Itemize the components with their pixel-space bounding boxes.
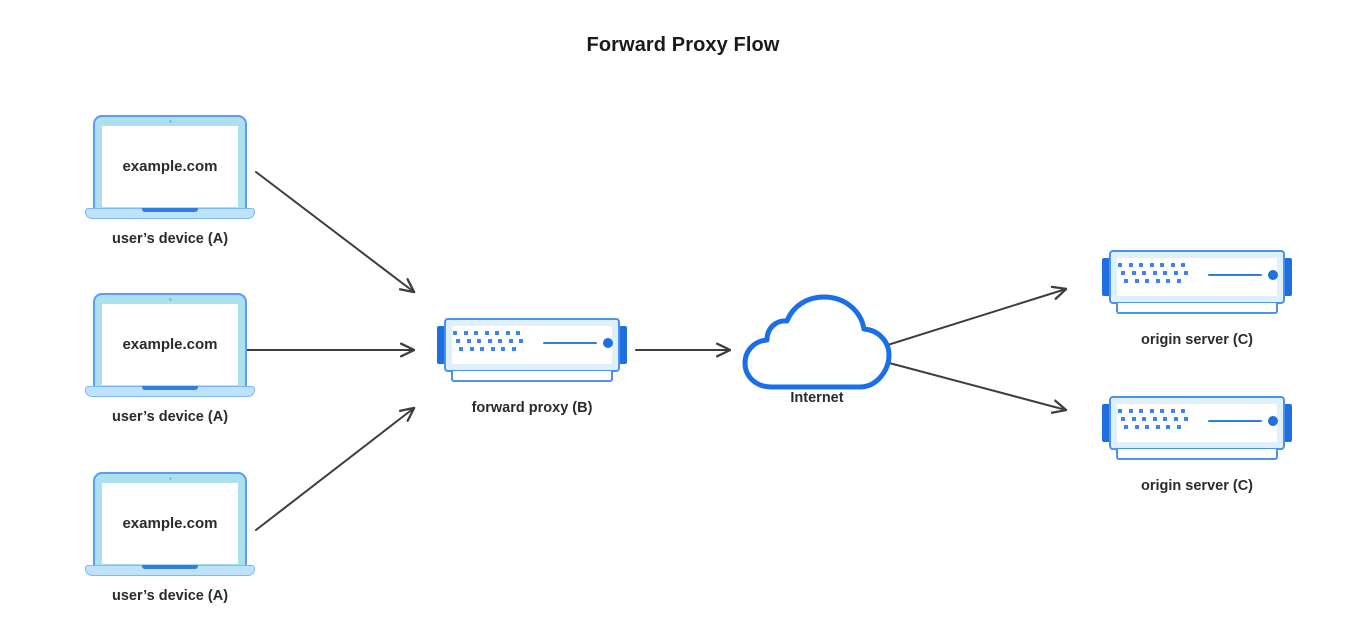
screen-url-text: example.com: [122, 336, 218, 353]
edge-internet-origin2: [877, 359, 1066, 410]
server-tab-left: [1102, 404, 1113, 442]
edge-client3-proxy: [255, 408, 414, 531]
server-status-line-icon: [543, 342, 597, 344]
node-proxy[interactable]: forward proxy (B): [437, 316, 627, 416]
laptop-trackpad-notch: [142, 386, 198, 390]
node-label-proxy: forward proxy (B): [471, 400, 593, 416]
server-shelf: [1116, 303, 1278, 314]
laptop-screen: example.com: [102, 304, 238, 385]
laptop-lid: example.com: [93, 472, 247, 568]
server-face: [452, 326, 612, 364]
node-origin-2[interactable]: origin server (C): [1102, 394, 1292, 494]
server-body: [444, 318, 620, 372]
camera-dot-icon: [168, 120, 172, 123]
server-shelf: [1116, 449, 1278, 460]
laptop-icon: example.com: [85, 293, 255, 403]
laptop-icon: example.com: [85, 115, 255, 225]
screen-url-text: example.com: [122, 158, 218, 175]
server-body: [1109, 396, 1285, 450]
server-icon: [1102, 248, 1292, 320]
server-icon: [1102, 394, 1292, 466]
node-client-3[interactable]: example.com user’s device (A): [85, 472, 255, 604]
laptop-trackpad-notch: [142, 565, 198, 569]
server-tab-right: [616, 326, 627, 364]
server-led-icon: [1268, 416, 1278, 426]
server-tab-right: [1281, 404, 1292, 442]
laptop-lid: example.com: [93, 293, 247, 389]
server-face: [1117, 258, 1277, 296]
server-face: [1117, 404, 1277, 442]
edge-client1-proxy: [255, 171, 414, 292]
server-tab-left: [1102, 258, 1113, 296]
node-client-1[interactable]: example.com user’s device (A): [85, 115, 255, 247]
server-vent-dots-icon: [1118, 409, 1192, 435]
node-internet[interactable]: Internet: [742, 290, 892, 406]
screen-url-text: example.com: [122, 515, 218, 532]
node-label-client-1: user’s device (A): [111, 231, 229, 247]
laptop-trackpad-notch: [142, 208, 198, 212]
server-shelf: [451, 371, 613, 382]
server-vent-dots-icon: [1118, 263, 1192, 289]
laptop-lid: example.com: [93, 115, 247, 211]
server-led-icon: [1268, 270, 1278, 280]
edge-internet-origin1: [877, 289, 1066, 349]
node-label-origin-1: origin server (C): [1141, 332, 1253, 348]
server-vent-dots-icon: [453, 331, 527, 357]
node-label-origin-2: origin server (C): [1141, 478, 1253, 494]
server-body: [1109, 250, 1285, 304]
server-icon: [437, 316, 627, 388]
page-title: Forward Proxy Flow: [586, 34, 780, 56]
laptop-icon: example.com: [85, 472, 255, 582]
server-tab-left: [437, 326, 448, 364]
server-status-line-icon: [1208, 420, 1262, 422]
node-origin-1[interactable]: origin server (C): [1102, 248, 1292, 348]
server-status-line-icon: [1208, 274, 1262, 276]
server-tab-right: [1281, 258, 1292, 296]
camera-dot-icon: [168, 298, 172, 301]
laptop-screen: example.com: [102, 126, 238, 207]
node-client-2[interactable]: example.com user’s device (A): [85, 293, 255, 425]
node-label-client-3: user’s device (A): [111, 588, 229, 604]
node-label-internet: Internet: [790, 390, 844, 406]
server-led-icon: [603, 338, 613, 348]
node-label-client-2: user’s device (A): [111, 409, 229, 425]
cloud-icon: [742, 290, 892, 396]
laptop-screen: example.com: [102, 483, 238, 564]
camera-dot-icon: [168, 477, 172, 480]
